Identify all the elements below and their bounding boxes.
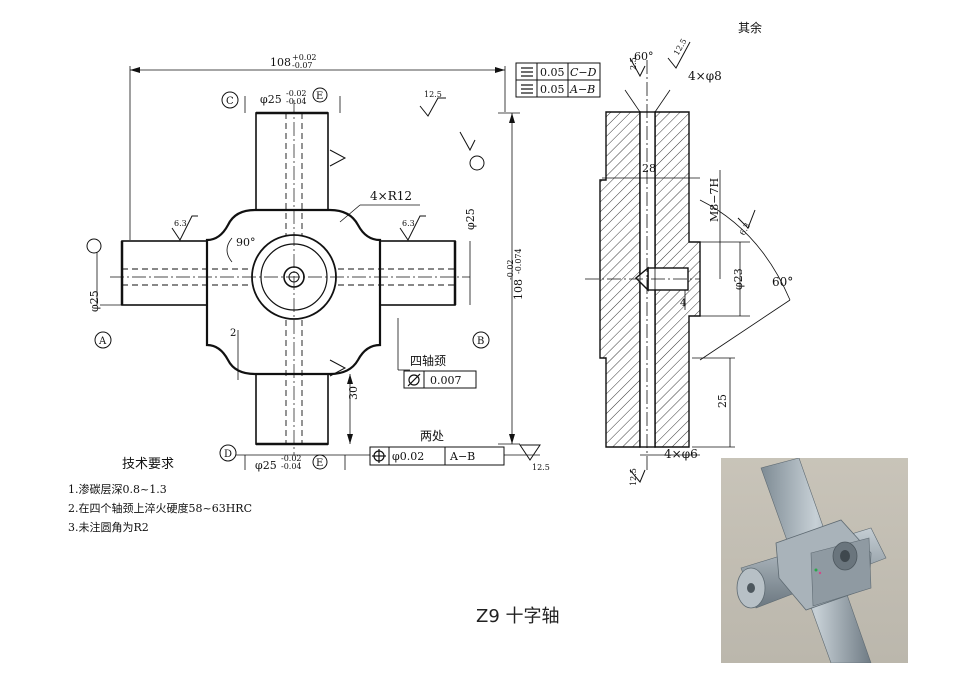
- svg-text:M8−7H: M8−7H: [708, 178, 721, 222]
- svg-text:0.007: 0.007: [430, 374, 462, 387]
- journal-bottom: [255, 373, 329, 445]
- svg-text:-0.074: -0.074: [514, 248, 523, 274]
- tech-requirements-title: 技术要求: [122, 457, 175, 472]
- svg-text:6.3: 6.3: [174, 219, 187, 228]
- feature-control-frames: [369, 62, 601, 466]
- datum-D-circle: [219, 444, 237, 462]
- svg-text:两处: 两处: [420, 429, 444, 443]
- svg-text:28: 28: [642, 162, 656, 175]
- section-roughness: [629, 41, 756, 483]
- svg-text:C−D: C−D: [570, 66, 597, 79]
- svg-text:30: 30: [347, 386, 360, 400]
- dim-overall-top: 108: [270, 56, 291, 69]
- svg-text:C: C: [226, 96, 234, 107]
- front-view-labels: 108 +0.02 -0.07 φ25 -0.02 -0.04 E C A B …: [88, 53, 597, 472]
- svg-text:60°: 60°: [772, 275, 793, 289]
- datum-B-circle: [472, 331, 490, 349]
- svg-text:4×φ6: 4×φ6: [664, 447, 698, 461]
- svg-text:2: 2: [230, 328, 236, 339]
- svg-text:A−B: A−B: [569, 83, 595, 96]
- tech-requirement-item: 2.在四个轴颈上淬火硬度58~63HRC: [68, 502, 252, 515]
- datum-A-circle: [94, 331, 112, 349]
- hidden-lines: [122, 113, 455, 444]
- svg-text:12.5: 12.5: [424, 90, 442, 99]
- section-body-left: [599, 111, 641, 448]
- svg-text:E: E: [316, 458, 323, 469]
- svg-text:φ25: φ25: [255, 459, 277, 472]
- svg-text:108: 108: [512, 279, 525, 300]
- svg-text:φ25: φ25: [464, 208, 477, 230]
- tech-requirement-item: 1.渗碳层深0.8~1.3: [68, 483, 167, 496]
- svg-text:60°: 60°: [634, 50, 654, 63]
- section-lines: [585, 60, 791, 470]
- svg-text:四轴颈: 四轴颈: [410, 353, 446, 368]
- journal-left: [121, 240, 208, 306]
- roughness-symbols: [171, 97, 541, 461]
- svg-text:4×φ8: 4×φ8: [688, 69, 722, 83]
- tech-requirement-item: 3.未注圆角为R2: [68, 521, 149, 534]
- header-partial-text: 其余: [738, 21, 763, 35]
- journal-top: [255, 112, 329, 211]
- svg-text:12.5: 12.5: [532, 463, 550, 472]
- svg-text:25: 25: [716, 394, 729, 408]
- journal-right: [379, 240, 456, 306]
- front-view: [120, 111, 457, 446]
- svg-text:-0.04: -0.04: [286, 97, 307, 106]
- svg-text:-0.04: -0.04: [281, 462, 302, 471]
- svg-text:A−B: A−B: [449, 450, 475, 463]
- svg-text:A: A: [98, 336, 107, 347]
- svg-text:φ25: φ25: [88, 290, 101, 312]
- svg-text:+0.02: +0.02: [292, 53, 317, 62]
- svg-text:φ23: φ23: [732, 268, 745, 290]
- svg-text:4×R12: 4×R12: [370, 189, 412, 203]
- svg-text:90°: 90°: [236, 236, 256, 249]
- fcf-symbols: [372, 67, 533, 463]
- center-lines: [110, 100, 470, 455]
- svg-text:0.05: 0.05: [540, 83, 565, 96]
- section-view: [599, 111, 701, 448]
- dimension-lines: [96, 66, 540, 470]
- svg-text:12.5: 12.5: [672, 37, 689, 57]
- dimension-arrows: [130, 67, 515, 444]
- svg-text:E: E: [316, 91, 323, 102]
- 3d-model-image: [721, 458, 908, 663]
- svg-text:0.05: 0.05: [540, 66, 565, 79]
- svg-text:4: 4: [680, 298, 686, 309]
- svg-text:-0.07: -0.07: [292, 61, 313, 70]
- part-caption: Z9 十字轴: [476, 606, 560, 627]
- center-body-outline: [205, 208, 382, 376]
- svg-text:2.5: 2.5: [629, 57, 638, 70]
- svg-text:B: B: [477, 336, 484, 347]
- datum-markers: [86, 87, 490, 470]
- svg-text:φ25: φ25: [260, 93, 282, 106]
- svg-text:-0.02: -0.02: [286, 89, 307, 98]
- svg-text:-0.02: -0.02: [506, 259, 515, 280]
- svg-text:φ0.02: φ0.02: [392, 450, 424, 463]
- svg-text:12.5: 12.5: [629, 468, 638, 486]
- svg-text:D: D: [224, 449, 232, 460]
- datum-C-circle: [221, 91, 239, 109]
- leaders: [226, 204, 420, 371]
- svg-text:6.3: 6.3: [402, 219, 415, 228]
- svg-text:-0.02: -0.02: [281, 454, 302, 463]
